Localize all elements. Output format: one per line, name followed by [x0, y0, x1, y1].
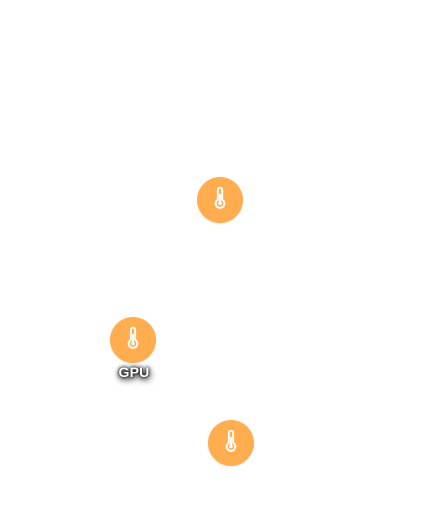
- gpu-sensor-label: GPU: [118, 364, 150, 380]
- thermometer-icon: [207, 185, 233, 216]
- thermometer-icon: [120, 325, 146, 356]
- thermometer-icon: [218, 428, 244, 459]
- temperature-sensor-marker[interactable]: [208, 420, 254, 466]
- gpu-temperature-sensor-marker[interactable]: [110, 317, 156, 363]
- temperature-sensor-marker[interactable]: [197, 177, 243, 223]
